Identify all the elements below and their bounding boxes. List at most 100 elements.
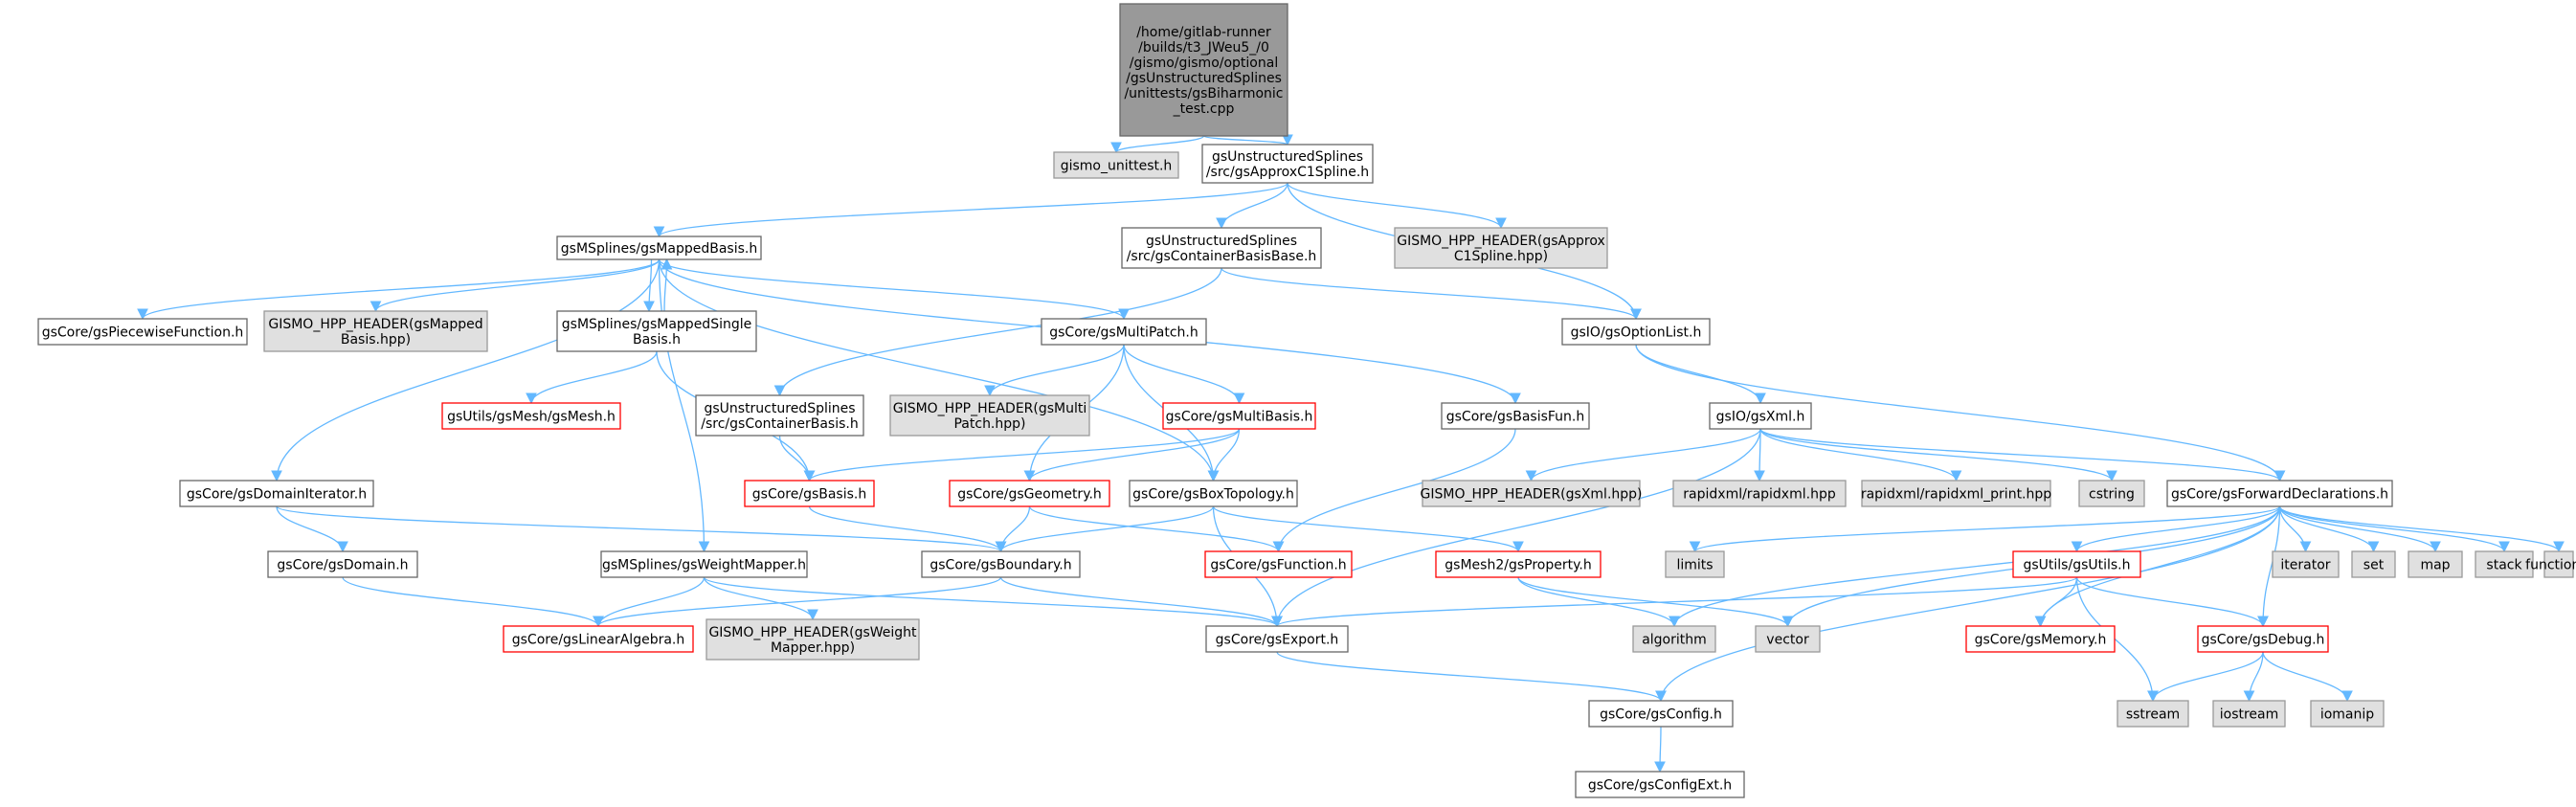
node-label-line: gsCore/gsDomain.h <box>277 558 408 573</box>
node-box <box>1755 625 1821 653</box>
edge-geometry-to-boundary <box>995 505 1031 553</box>
edge-multipatch-to-hppmultipatch <box>984 344 1125 397</box>
edge-optionlist-to-xml <box>1635 344 1766 405</box>
node-vector[interactable]: vector <box>1755 625 1821 653</box>
edge-domainiterator-to-boundary <box>276 505 1006 553</box>
edge-domain-to-linearalgebra <box>342 576 604 628</box>
node-boundary[interactable]: gsCore/gsBoundary.h <box>921 550 1081 578</box>
node-hppweightmapper[interactable]: GISMO_HPP_HEADER(gsWeightMapper.hpp) <box>706 618 920 661</box>
node-label-line: /builds/t3_JWeu5_/0 <box>1138 40 1269 56</box>
node-export[interactable]: gsCore/gsExport.h <box>1205 625 1349 653</box>
node-box <box>744 480 875 507</box>
node-cstring[interactable]: cstring <box>2078 480 2145 507</box>
node-label-line: gismo_unittest.h <box>1061 159 1173 174</box>
node-containerbasis[interactable]: gsUnstructuredSplines/src/gsContainerBas… <box>695 394 864 437</box>
node-basis[interactable]: gsCore/gsBasis.h <box>744 480 875 507</box>
node-label-line: gsMSplines/gsWeightMapper.h <box>602 558 806 573</box>
node-box <box>2543 550 2574 578</box>
node-approxc1[interactable]: gsUnstructuredSplines/src/gsApproxC1Spli… <box>1201 144 1374 184</box>
node-label-line: gsCore/gsBoxTopology.h <box>1132 487 1294 503</box>
node-forwarddecl[interactable]: gsCore/gsForwardDeclarations.h <box>2166 480 2393 507</box>
node-box <box>1204 550 1353 578</box>
node-property[interactable]: gsMesh2/gsProperty.h <box>1435 550 1602 578</box>
node-multipatch[interactable]: gsCore/gsMultiPatch.h <box>1041 318 1207 346</box>
node-label-line: Patch.hpp) <box>953 416 1025 432</box>
node-label-line: GISMO_HPP_HEADER(gsXml.hpp) <box>1421 487 1643 503</box>
node-box <box>1665 550 1725 578</box>
node-mappedbasis[interactable]: gsMSplines/gsMappedBasis.h <box>556 235 762 260</box>
node-rapidxmlprint[interactable]: rapidxml/rapidxml_print.hpp <box>1861 480 2051 507</box>
node-multibasis[interactable]: gsCore/gsMultiBasis.h <box>1162 402 1316 430</box>
node-debug[interactable]: gsCore/gsDebug.h <box>2197 625 2329 653</box>
node-box <box>1119 3 1288 137</box>
node-stack[interactable]: stack <box>2475 550 2534 578</box>
node-piecewisefunction[interactable]: gsCore/gsPiecewiseFunction.h <box>37 318 248 346</box>
edge-mappedbasis-to-hppmappedbasis <box>370 258 661 313</box>
node-label-line: gsMesh2/gsProperty.h <box>1445 558 1591 573</box>
node-label-line: cstring <box>2089 487 2135 503</box>
node-functional[interactable]: functional <box>2525 550 2576 578</box>
node-label-line: iostream <box>2220 707 2279 723</box>
node-label-line: /unittests/gsBiharmonic <box>1124 86 1283 101</box>
node-domainiterator[interactable]: gsCore/gsDomainIterator.h <box>179 480 374 507</box>
node-root[interactable]: /home/gitlab-runner/builds/t3_JWeu5_/0/g… <box>1119 3 1288 137</box>
node-limits[interactable]: limits <box>1665 550 1725 578</box>
node-label-line: algorithm <box>1642 633 1707 648</box>
node-basisfun[interactable]: gsCore/gsBasisFun.h <box>1441 402 1590 430</box>
node-memory[interactable]: gsCore/gsMemory.h <box>1965 625 2116 653</box>
node-label-line: iomanip <box>2320 707 2374 723</box>
node-iomanip[interactable]: iomanip <box>2310 700 2385 728</box>
node-iterator[interactable]: iterator <box>2272 550 2340 578</box>
edge-containerbasisbase-to-optionlist <box>1221 267 1642 321</box>
edge-utils-to-export <box>1271 576 2078 628</box>
node-rapidxml[interactable]: rapidxml/rapidxml.hpp <box>1672 480 1847 507</box>
node-label-line: GISMO_HPP_HEADER(gsMulti <box>893 401 1087 416</box>
node-utils[interactable]: gsUtils/gsUtils.h <box>2012 550 2141 578</box>
edge-boxtopology-to-property <box>1212 505 1524 553</box>
node-function[interactable]: gsCore/gsFunction.h <box>1204 550 1353 578</box>
node-label-line: /gismo/gismo/optional <box>1130 56 1278 71</box>
node-label-line: stack <box>2486 558 2522 573</box>
node-linearalgebra[interactable]: gsCore/gsLinearAlgebra.h <box>503 625 694 653</box>
node-box <box>1041 318 1207 346</box>
node-weightmapper[interactable]: gsMSplines/gsWeightMapper.h <box>600 550 808 578</box>
edge-mappedbasis-to-weightmapper <box>658 258 710 553</box>
node-box <box>1394 227 1608 269</box>
node-optionlist[interactable]: gsIO/gsOptionList.h <box>1561 318 1711 346</box>
edge-xml-to-export <box>1271 428 1761 628</box>
edge-forwarddecl-to-set <box>2278 505 2380 553</box>
node-hppapproxc1[interactable]: GISMO_HPP_HEADER(gsApproxC1Spline.hpp) <box>1394 227 1608 269</box>
node-map[interactable]: map <box>2408 550 2463 578</box>
edge-property-to-algorithm <box>1517 576 1680 628</box>
node-iostream[interactable]: iostream <box>2212 700 2286 728</box>
node-config[interactable]: gsCore/gsConfig.h <box>1588 700 1734 728</box>
edge-forwarddecl-to-algorithm <box>1669 505 2281 628</box>
node-box <box>600 550 808 578</box>
node-containerbasisbase[interactable]: gsUnstructuredSplines/src/gsContainerBas… <box>1121 227 1322 269</box>
node-set[interactable]: set <box>2351 550 2396 578</box>
node-algorithm[interactable]: algorithm <box>1632 625 1716 653</box>
file-nodes: /home/gitlab-runner/builds/t3_JWeu5_/0/g… <box>37 3 2576 798</box>
node-hppmultipatch[interactable]: GISMO_HPP_HEADER(gsMultiPatch.hpp) <box>889 394 1090 437</box>
node-hppxml[interactable]: GISMO_HPP_HEADER(gsXml.hpp) <box>1421 480 1643 507</box>
node-configext[interactable]: gsCore/gsConfigExt.h <box>1575 771 1745 798</box>
node-sstream[interactable]: sstream <box>2117 700 2189 728</box>
node-box <box>267 550 418 578</box>
edge-multibasis-to-boxtopology <box>1207 428 1241 482</box>
node-boxtopology[interactable]: gsCore/gsBoxTopology.h <box>1129 480 1298 507</box>
node-xml[interactable]: gsIO/gsXml.h <box>1709 402 1812 430</box>
node-domain[interactable]: gsCore/gsDomain.h <box>267 550 418 578</box>
edge-root-to-approxc1 <box>1202 134 1293 146</box>
node-mesh[interactable]: gsUtils/gsMesh/gsMesh.h <box>441 402 621 430</box>
edge-forwarddecl-to-utils <box>2071 505 2281 553</box>
node-box <box>2078 480 2145 507</box>
edge-xml-to-hppxml <box>1525 428 1761 482</box>
edge-forwarddecl-to-limits <box>1689 505 2281 553</box>
node-gismo-unittest[interactable]: gismo_unittest.h <box>1053 151 1179 179</box>
node-box <box>2351 550 2396 578</box>
node-label-line: gsMSplines/gsMappedBasis.h <box>561 241 757 257</box>
node-hppmappedbasis[interactable]: GISMO_HPP_HEADER(gsMappedBasis.hpp) <box>263 310 488 352</box>
node-label-line: gsCore/gsConfig.h <box>1600 707 1722 723</box>
node-geometry[interactable]: gsCore/gsGeometry.h <box>949 480 1110 507</box>
